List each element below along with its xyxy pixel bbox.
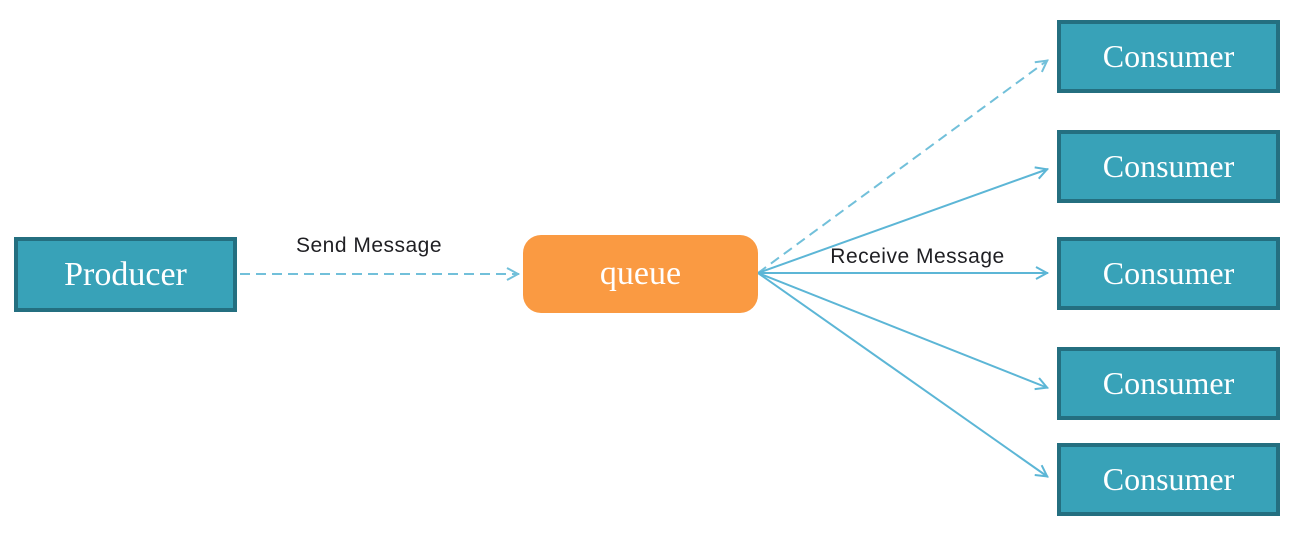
edge-queue-to-consumer-1 bbox=[757, 59, 1049, 274]
send-message-label: Send Message bbox=[295, 234, 443, 257]
consumer-label: Consumer bbox=[1102, 461, 1235, 497]
edge-queue-to-consumer-5 bbox=[757, 272, 1049, 478]
consumer-label: Consumer bbox=[1102, 148, 1235, 184]
producer-node: Producer bbox=[14, 237, 237, 312]
queue-node: queue bbox=[523, 235, 758, 313]
consumer-label: Consumer bbox=[1102, 365, 1235, 401]
queue-label: queue bbox=[599, 255, 682, 292]
consumer-label: Consumer bbox=[1102, 255, 1235, 291]
consumer-node-4: Consumer bbox=[1057, 347, 1280, 420]
producer-label: Producer bbox=[64, 255, 187, 293]
consumer-node-2: Consumer bbox=[1057, 130, 1280, 203]
consumer-node-5: Consumer bbox=[1057, 443, 1280, 516]
consumer-node-3: Consumer bbox=[1057, 237, 1280, 310]
consumer-label: Consumer bbox=[1102, 38, 1235, 74]
edge-queue-to-consumer-2 bbox=[757, 166, 1050, 274]
edge-queue-to-consumer-4 bbox=[757, 272, 1050, 391]
receive-message-label: Receive Message bbox=[830, 245, 1005, 268]
consumer-node-1: Consumer bbox=[1057, 20, 1280, 93]
